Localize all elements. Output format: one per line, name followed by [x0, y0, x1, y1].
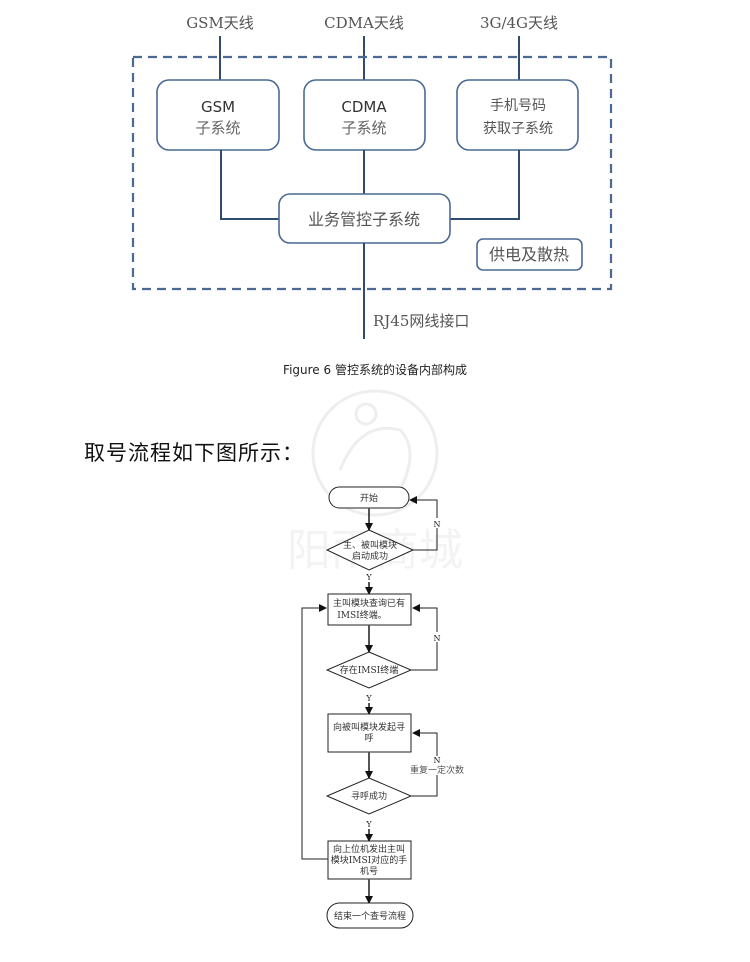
figure-6-caption: Figure 6 管控系统的设备内部构成: [283, 363, 467, 377]
flow-loop-p3-to-p1: [301, 604, 328, 860]
flow-process-query-imsi: [327, 593, 412, 626]
flow-process1-line2: IMSI终端。: [337, 609, 387, 621]
gsm-subsystem-box: [156, 79, 280, 151]
flow-process-send-number: [327, 840, 412, 880]
flow-d3-yes-label: Y: [365, 820, 372, 829]
control-subsystem-label: 业务管控子系统: [308, 210, 420, 229]
flow-process1-line1: 主叫模块查询已有: [333, 597, 405, 609]
antenna-label-3g4g: 3G/4G天线: [480, 14, 558, 32]
flow-process2-line2: 呼: [364, 733, 373, 744]
phone-number-subsystem-line2: 获取子系统: [483, 121, 553, 137]
flow-d2-no-label: N: [434, 634, 441, 643]
flow-process3-line2: 模块IMSI对应的手: [331, 854, 408, 866]
flow-decision3-label: 寻呼成功: [351, 790, 387, 802]
flow-d1-yes-label: Y: [365, 573, 372, 582]
flow-end-label: 结束一个查号流程: [334, 910, 406, 922]
flow-d2-yes-label: Y: [365, 694, 372, 703]
flowchart: 开始 主、被叫模块 启动成功 N Y 主叫模块查询已有 IMSI终端。 存在IM…: [301, 486, 468, 929]
flow-retry-label: 重复一定次数: [410, 764, 464, 776]
flow-intro-paragraph: 取号流程如下图所示：: [84, 441, 304, 465]
flow-d1-no-label: N: [434, 520, 441, 529]
figure-6-diagram: GSM天线 CDMA天线 3G/4G天线 GSM 子系统 CDMA 子系统 手机…: [131, 14, 613, 339]
flow-decision-page-success: [325, 777, 413, 815]
gsm-subsystem-line2: 子系统: [195, 119, 240, 137]
flow-decision1-line2: 启动成功: [352, 550, 388, 562]
flow-process-page-callee: [327, 713, 412, 753]
power-cooling-box: [476, 238, 583, 271]
antenna-label-gsm: GSM天线: [186, 14, 254, 32]
flow-d3-no-label: N: [434, 756, 441, 765]
flow-start-label: 开始: [360, 492, 378, 504]
flow-decision2-label: 存在IMSI终端: [340, 664, 399, 676]
flow-decision-modules-started: [325, 529, 415, 571]
phone-number-subsystem-line1: 手机号码: [490, 98, 546, 114]
flow-process3-line1: 向上位机发出主叫: [333, 843, 405, 855]
phone-number-subsystem-box: [456, 79, 579, 151]
rj45-label: RJ45网线接口: [373, 312, 469, 330]
gsm-subsystem-line1: GSM: [201, 98, 235, 116]
cdma-subsystem-line1: CDMA: [341, 98, 387, 116]
flow-end-terminator: [326, 902, 414, 929]
power-cooling-label: 供电及散热: [489, 245, 569, 264]
connector-phone-to-control: [450, 150, 520, 220]
connector-gsm-to-control: [220, 150, 279, 220]
flow-process3-line3: 机号: [360, 865, 378, 877]
flow-decision1-line1: 主、被叫模块: [343, 539, 397, 551]
flow-process2-line1: 向被叫模块发起寻: [333, 721, 405, 733]
cdma-subsystem-line2: 子系统: [341, 119, 386, 137]
flow-decision-imsi-exists: [325, 651, 413, 689]
antenna-label-cdma: CDMA天线: [324, 14, 404, 32]
device-enclosure-dashed: [131, 55, 613, 291]
